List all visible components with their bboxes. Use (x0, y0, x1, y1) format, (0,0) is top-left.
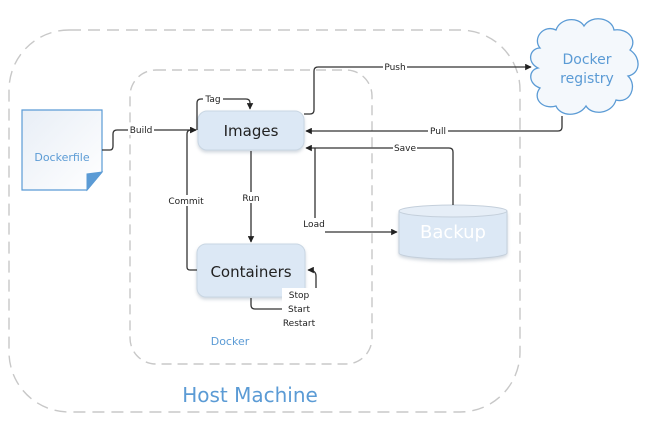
build-label: Build (130, 126, 153, 136)
containers-label: Containers (210, 263, 291, 281)
dockerfile-node: Dockerfile (21, 109, 104, 192)
backup-label: Backup (420, 222, 486, 243)
host-machine-container (8, 29, 521, 413)
tag-edge (196, 98, 254, 130)
save-label: Save (394, 144, 417, 154)
restart-label: Restart (283, 319, 316, 329)
save-edge (305, 144, 454, 205)
host-machine-label: Host Machine (182, 383, 318, 407)
pull-label: Pull (430, 127, 446, 137)
backup-node: Backup (398, 204, 508, 260)
tag-label: Tag (204, 95, 220, 105)
registry-label-line1: Docker (562, 52, 611, 68)
commit-label: Commit (168, 197, 204, 207)
start-label: Start (288, 305, 310, 315)
registry-label-line2: registry (560, 71, 614, 87)
docker-registry-node: Docker registry (530, 18, 639, 115)
images-label: Images (224, 122, 279, 140)
push-edge (304, 63, 532, 115)
pull-edge (305, 116, 563, 135)
images-node: Images (197, 110, 305, 151)
push-label: Push (384, 63, 405, 73)
load-label: Load (303, 220, 325, 230)
containers-node: Containers (196, 243, 306, 298)
dockerfile-label: Dockerfile (34, 151, 90, 164)
run-label: Run (242, 194, 259, 204)
build-edge (102, 126, 197, 151)
docker-container (129, 69, 373, 365)
stop-label: Stop (289, 291, 310, 301)
docker-label: Docker (211, 335, 250, 348)
